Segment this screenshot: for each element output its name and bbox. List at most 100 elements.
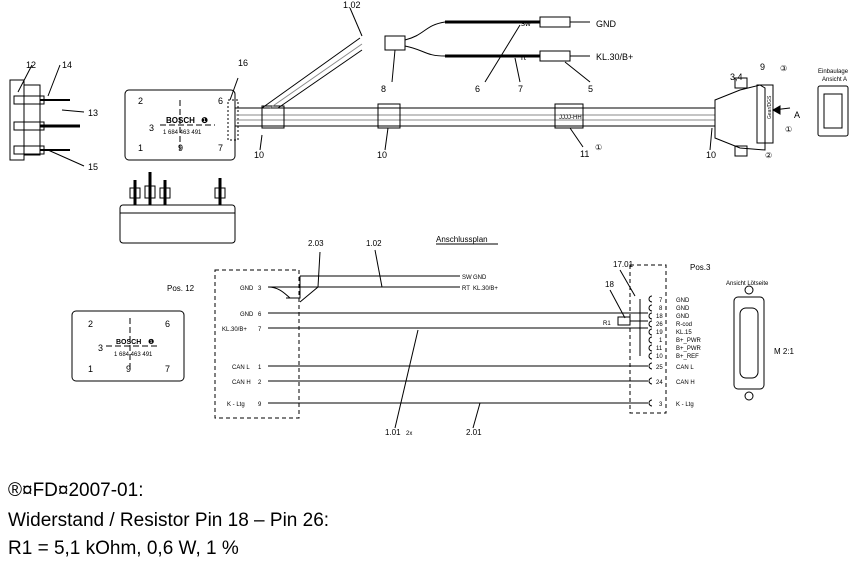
- right-pin-num-9: 24: [656, 380, 663, 386]
- left-pin-num-4: 2: [258, 380, 262, 386]
- right-pin-label-3: R-cod: [676, 322, 692, 328]
- left-pin-num-5: 9: [258, 402, 262, 408]
- right-pin-label-6: B+_PWR: [676, 346, 702, 352]
- wiring-drawing: 1.02 8 6 7 5 sw rt GND KL.30/B+ 12 14 13…: [9, 0, 849, 437]
- right-pin-label-5: B+_PWR: [676, 338, 702, 344]
- left-pin-label-4: CAN H: [232, 380, 251, 386]
- callout-11: 11: [580, 149, 589, 159]
- einbaulage-view: [817, 85, 849, 137]
- top-labels: 1.02 8 6 7 5 sw rt GND KL.30/B+ 12 14 13…: [26, 0, 849, 172]
- left-pin-num-2: 7: [258, 327, 262, 333]
- left-pin-num-1: 6: [258, 312, 262, 318]
- top-box-pin-7: 7: [218, 143, 223, 153]
- cable-assembly: [9, 7, 849, 244]
- circle-1-cable: ①: [595, 143, 602, 152]
- circle-3: ③: [780, 64, 787, 73]
- relay-housing-pins: [119, 172, 236, 244]
- callout-14: 14: [62, 60, 72, 70]
- einbaulage-label: Einbaulage: [818, 69, 849, 75]
- left-box-pin-2: 2: [88, 319, 93, 329]
- left-pin-label-0: GND: [240, 286, 254, 292]
- note-revision: ®¤FD¤2007-01:: [8, 480, 144, 501]
- callout-17-01: 17.01: [613, 260, 634, 269]
- left-box-part-no: 1 684 463 491: [114, 352, 153, 358]
- arrow-a-label: A: [794, 110, 800, 120]
- dsub-connector: [714, 77, 791, 157]
- lead-sw-label: sw: [521, 19, 531, 28]
- lead-gnd-label: GND: [596, 19, 617, 29]
- left-box-pin-1: 1: [88, 364, 93, 374]
- right-pin-num-8: 25: [656, 365, 663, 371]
- r1-label: R1: [603, 321, 611, 327]
- callout-10-left: 10: [254, 150, 264, 160]
- callout-1-02-schematic: 1.02: [366, 239, 382, 248]
- branch-cable: [261, 7, 591, 109]
- callout-6: 6: [475, 84, 480, 94]
- cable-marker-label: JJJJ-HH: [559, 115, 582, 121]
- callout-1-01: 1.01: [385, 428, 401, 437]
- left-pin-num-3: 1: [258, 365, 262, 371]
- callout-2x: 2x: [406, 431, 412, 437]
- callout-8: 8: [381, 84, 386, 94]
- right-pin-label-0: GND: [676, 298, 690, 304]
- note-resistor-value: R1 = 5,1 kOhm, 0,6 W, 1 %: [8, 538, 239, 559]
- right-pin-num-7: 10: [656, 354, 663, 360]
- left-pin-num-0: 3: [258, 286, 262, 292]
- left-box-pin-6: 6: [165, 319, 170, 329]
- side-connector: [9, 64, 85, 167]
- left-pin-label-3: CAN L: [232, 365, 250, 371]
- right-pin-label-9: CAN H: [676, 380, 695, 386]
- left-box-pin-3: 3: [98, 343, 103, 353]
- right-pin-num-3: 26: [656, 322, 663, 328]
- callout-18: 18: [605, 280, 614, 289]
- right-pin-num-4: 19: [656, 330, 663, 336]
- top-box-part-no: 1 684 463 491: [163, 130, 202, 136]
- top-lead-sw-color: SW: [462, 275, 472, 281]
- callout-10-right: 10: [706, 150, 716, 160]
- callout-2-03: 2.03: [308, 239, 324, 248]
- callout-10-mid: 10: [377, 150, 387, 160]
- right-pin-num-0: 7: [659, 298, 663, 304]
- top-box-pin-1: 1: [138, 143, 143, 153]
- callout-12: 12: [26, 60, 36, 70]
- schematic: [71, 243, 765, 429]
- right-pin-num-10: 3: [659, 402, 663, 408]
- callout-13: 13: [88, 108, 98, 118]
- top-lead-rt-color: RT: [462, 286, 470, 292]
- pos3-label: Pos.3: [690, 263, 711, 272]
- right-pin-num-5: 1: [659, 338, 663, 344]
- left-box-pin-7: 7: [165, 364, 170, 374]
- note-resistor-pins: Widerstand / Resistor Pin 18 – Pin 26:: [8, 510, 330, 531]
- ansicht-loetseite-label: Ansicht Lötseite: [726, 281, 769, 287]
- circle-1-dsub: ①: [785, 125, 792, 134]
- right-pin-label-1: GND: [676, 306, 690, 312]
- callout-7: 7: [518, 84, 523, 94]
- callout-9: 9: [760, 62, 765, 72]
- top-lead-sw-label: GND: [473, 275, 487, 281]
- right-pin-label-7: B+_REF: [676, 354, 699, 360]
- scale-label: M 2:1: [774, 347, 795, 356]
- right-pin-label-10: K - Ltg: [676, 402, 694, 408]
- top-box-pin-6: 6: [218, 96, 223, 106]
- left-box-brand: BOSCH: [116, 339, 141, 346]
- right-pin-num-6: 11: [656, 346, 663, 352]
- ansicht-a-label: Ansicht A: [822, 77, 847, 83]
- dsub-solder-view: [733, 285, 765, 401]
- circle-2: ②: [765, 151, 772, 160]
- top-box-pin-2: 2: [138, 96, 143, 106]
- top-box-brand-mark: ❶: [201, 116, 208, 125]
- left-pin-label-2: KL.30/B+: [222, 327, 247, 333]
- callout-3-4: 3,4: [730, 72, 743, 82]
- anschlussplan-title: Anschlussplan: [436, 235, 488, 244]
- lead-rt-label: rt: [521, 53, 527, 62]
- left-pin-label-1: GND: [240, 312, 254, 318]
- top-box-brand: BOSCH: [166, 116, 195, 125]
- left-pin-label-5: K - Ltg: [227, 402, 245, 408]
- pos12-label: Pos. 12: [167, 284, 195, 293]
- right-pin-num-1: 8: [659, 306, 663, 312]
- left-box-pin-9: 9: [126, 364, 131, 374]
- dsub-sublabel: Gear/DGS: [767, 95, 773, 119]
- right-pin-hooks: [639, 295, 653, 407]
- right-pin-label-8: CAN L: [676, 365, 694, 371]
- top-box-pin-9: 9: [178, 143, 183, 153]
